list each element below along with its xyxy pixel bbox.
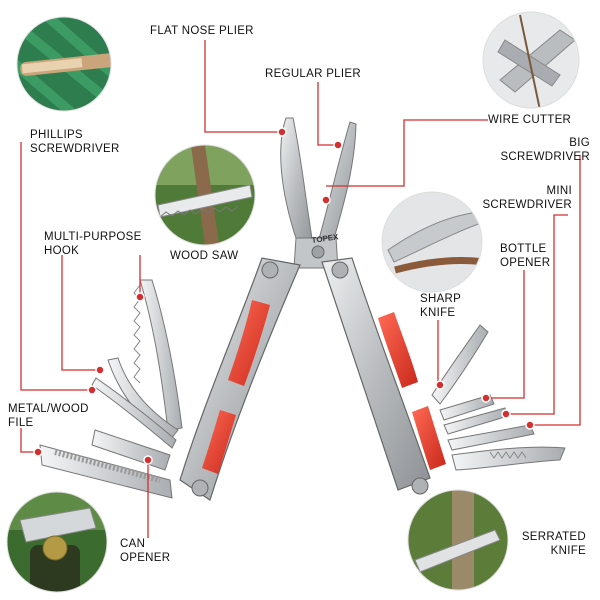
label-can-opener: CAN OPENER: [120, 537, 170, 565]
label-bottle-opener-line2: OPENER: [500, 257, 551, 269]
sharp-knife-detail-icon: [382, 192, 482, 292]
label-phillips-line1: PHILLIPS: [30, 129, 83, 141]
label-wood-saw: WOOD SAW: [170, 250, 239, 262]
label-regular-plier: REGULAR PLIER: [265, 68, 361, 80]
label-can-opener-line1: CAN: [120, 538, 146, 550]
label-phillips-screwdriver: PHILLIPS SCREWDRIVER: [30, 128, 120, 156]
label-sharp-knife-line2: KNIFE: [420, 307, 456, 319]
label-file-line1: METAL/WOOD: [8, 403, 89, 415]
label-metal-wood-file: METAL/WOOD FILE: [8, 402, 89, 430]
leader-dots: [33, 127, 535, 465]
label-sharp-knife: SHARP KNIFE: [420, 292, 461, 320]
label-serrated-knife-line2: KNIFE: [550, 545, 586, 557]
label-mini-screwdriver-line1: MINI: [546, 185, 572, 197]
wood-saw-detail-icon: [155, 145, 255, 245]
label-sharp-knife-line1: SHARP: [420, 293, 462, 305]
label-hook-line2: HOOK: [44, 245, 80, 257]
label-phillips-line2: SCREWDRIVER: [30, 143, 120, 155]
label-mini-screwdriver: MINI SCREWDRIVER: [482, 184, 572, 212]
label-mini-screwdriver-line2: SCREWDRIVER: [482, 199, 572, 211]
label-wire-cutter: WIRE CUTTER: [488, 114, 572, 126]
serrated-knife-detail-icon: [408, 490, 508, 590]
phillips-detail-icon: [17, 17, 111, 111]
brand-logo: TOPEX: [311, 232, 340, 245]
label-bottle-opener-line1: BOTTLE: [500, 243, 547, 255]
label-big-screwdriver-line2: SCREWDRIVER: [500, 151, 590, 163]
label-can-opener-line2: OPENER: [120, 552, 171, 564]
label-big-screwdriver: BIG SCREWDRIVER: [500, 136, 590, 164]
label-serrated-knife-line1: SERRATED: [521, 531, 586, 543]
label-multi-purpose-hook: MULTI-PURPOSE HOOK: [44, 230, 142, 258]
label-big-screwdriver-line1: BIG: [569, 137, 590, 149]
multitool-illustration: [39, 117, 566, 501]
label-bottle-opener: BOTTLE OPENER: [500, 242, 550, 270]
leader-lines: [20, 40, 581, 538]
label-hook-line1: MULTI-PURPOSE: [44, 231, 142, 243]
label-serrated-knife: SERRATED KNIFE: [522, 530, 586, 558]
label-file-line2: FILE: [8, 417, 34, 429]
label-flat-nose-plier: FLAT NOSE PLIER: [150, 25, 254, 37]
